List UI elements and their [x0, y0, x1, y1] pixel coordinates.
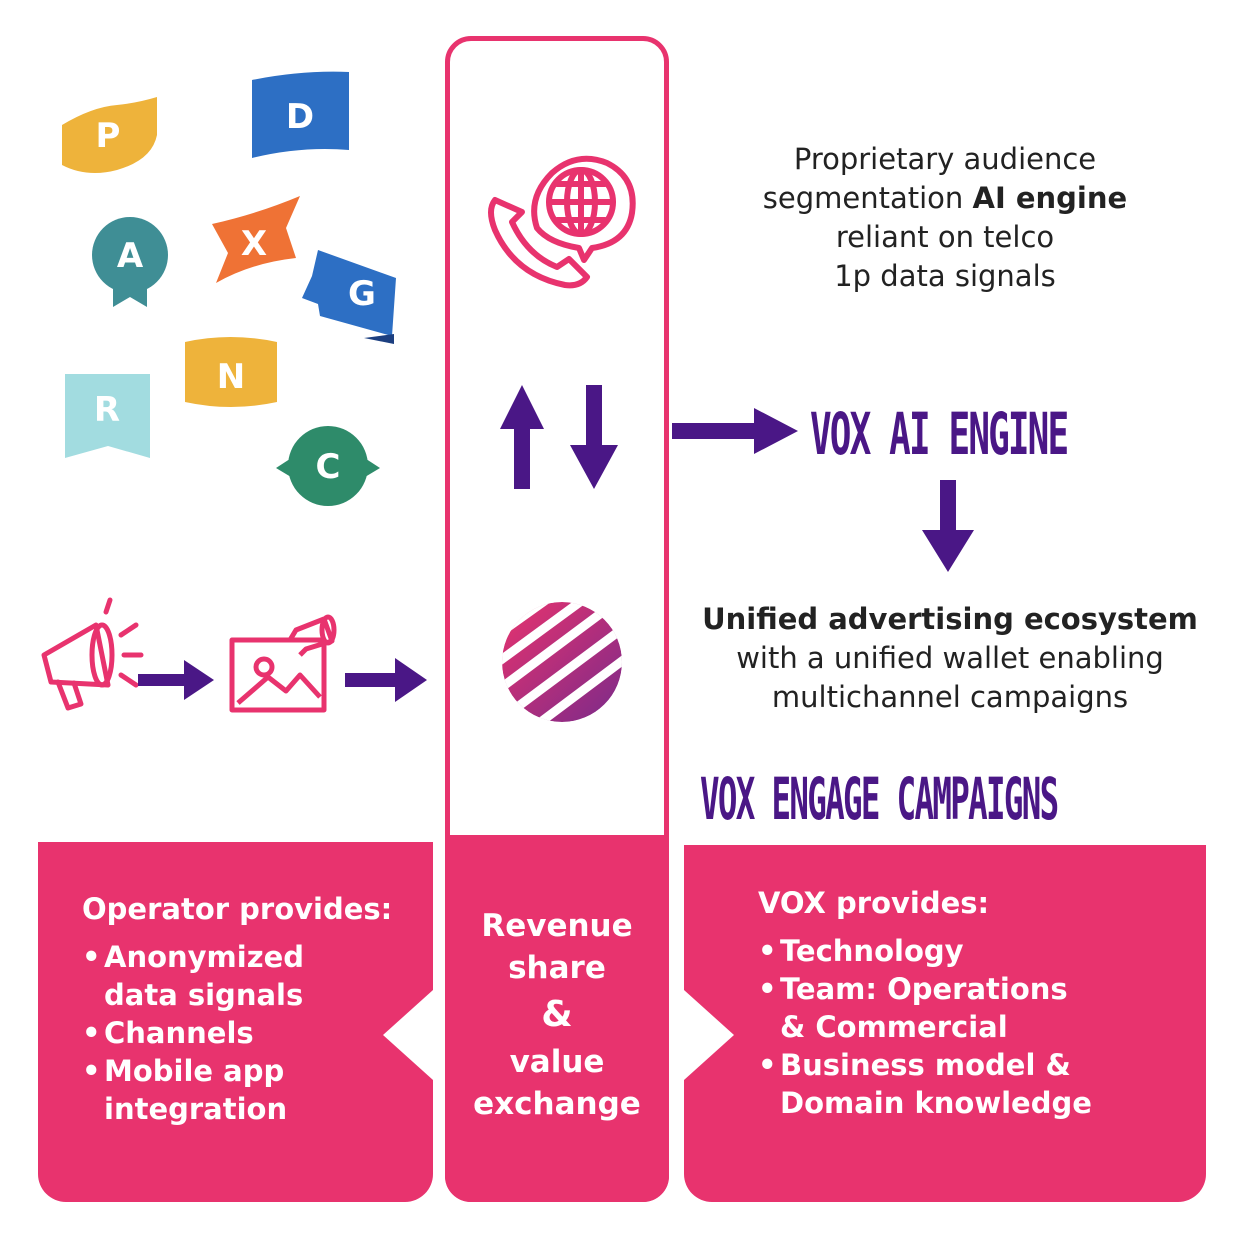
badge-p-shape [62, 97, 157, 174]
badge-p: P [62, 97, 157, 174]
badge-g-letter: G [348, 274, 376, 314]
right-box-notch [684, 990, 734, 1080]
arrow-right-1 [138, 660, 214, 700]
badge-x-shape [212, 196, 300, 283]
segmentation-line-3: reliant on telco [835, 220, 1055, 254]
badge-x-letter: X [241, 224, 267, 264]
vox-list: Technology Team: Operations& Commercial … [758, 932, 1178, 1122]
unified-line-3: multichannel campaigns [771, 680, 1129, 714]
badge-d-letter: D [286, 97, 314, 137]
unified-ecosystem-description: Unified advertising ecosystem with a uni… [680, 600, 1220, 717]
unified-line-1: Unified advertising ecosystem [702, 602, 1198, 636]
operator-heading: Operator provides: [82, 892, 393, 926]
arrow-to-ai-engine [672, 408, 798, 454]
badge-x: X [212, 196, 300, 283]
arrow-right-2 [345, 658, 427, 702]
list-item: Channels [82, 1014, 422, 1052]
badge-n: N [185, 337, 277, 407]
badge-r: R [65, 374, 150, 458]
badge-a: A [92, 217, 168, 307]
vox-engage-campaigns-title: VOX ENGAGE CAMPAIGNS [700, 765, 1059, 833]
badge-c: C [276, 426, 380, 506]
badge-n-letter: N [217, 357, 245, 397]
badge-d: D [252, 71, 349, 158]
badge-n-shape [185, 337, 277, 407]
badge-r-letter: R [94, 390, 120, 430]
badge-c-shape [288, 426, 368, 506]
list-item: Team: Operations& Commercial [758, 970, 1178, 1046]
up-down-arrows-icon [500, 385, 618, 489]
vox-content: VOX provides: Technology Team: Operation… [758, 886, 1178, 1122]
badge-cluster: P D A X G N R C [62, 71, 396, 506]
segmentation-line-4: 1p data signals [834, 259, 1056, 293]
badge-g: G [302, 250, 396, 344]
badge-p-letter: P [96, 116, 121, 156]
phone-globe-icon [488, 155, 636, 289]
badge-a-shape [92, 217, 168, 293]
badge-d-shape [252, 71, 349, 158]
ad-image-icon [229, 614, 337, 713]
arrow-down-to-ecosystem [922, 480, 974, 572]
badge-r-shape [65, 374, 150, 458]
segmentation-line-1: Proprietary audience [793, 142, 1097, 176]
vox-logo-icon [502, 602, 622, 722]
badge-c-letter: C [316, 447, 341, 487]
vox-ai-engine-title: VOX AI ENGINE [810, 400, 1069, 468]
revenue-share-text: Revenue share & value exchange [473, 908, 641, 1122]
badge-g-shape [302, 250, 396, 336]
segmentation-line-2: segmentation AI engine [762, 181, 1128, 215]
badge-a-letter: A [117, 236, 144, 276]
revenue-share-box [445, 835, 669, 1202]
list-item: Business model &Domain knowledge [758, 1046, 1178, 1122]
vox-heading: VOX provides: [758, 886, 990, 920]
megaphone-icon [41, 597, 144, 711]
unified-line-2: with a unified wallet enabling [736, 641, 1164, 675]
segmentation-description: Proprietary audience segmentation AI eng… [720, 140, 1170, 296]
list-item: Technology [758, 932, 1178, 970]
ai-engine-emphasis: AI engine [972, 181, 1128, 215]
